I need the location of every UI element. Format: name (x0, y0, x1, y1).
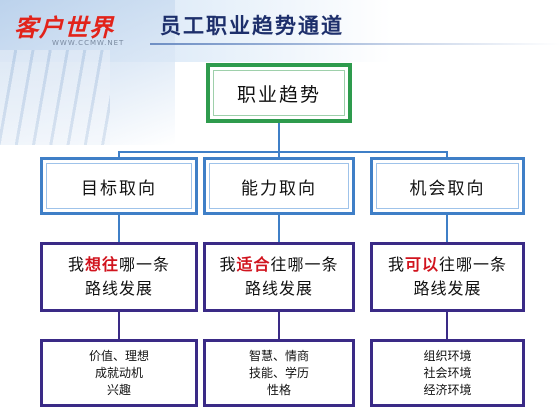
title-underline (150, 43, 560, 45)
connector-col1-down (118, 151, 120, 157)
factors-list: 组织环境 社会环境 经济环境 (423, 348, 471, 399)
question-highlight: 想往 (84, 255, 119, 274)
question-text: 我可以往哪一条 路线发展 (388, 253, 507, 301)
factor-item: 性格 (266, 382, 291, 397)
page-title: 员工职业趋势通道 (160, 13, 344, 38)
question-suffix: 哪一条 (119, 255, 171, 274)
root-node-inner-border (213, 70, 345, 116)
question-line2: 路线发展 (84, 279, 153, 298)
connector-col3-l1-l2 (446, 215, 448, 242)
question-line2: 路线发展 (413, 279, 482, 298)
factor-item: 组织环境 (423, 348, 472, 363)
category-label: 能力取向 (241, 178, 317, 199)
question-node-goal: 我想往哪一条 路线发展 (40, 242, 198, 312)
connector-root-down (278, 123, 280, 153)
question-node-ability: 我适合往哪一条 路线发展 (203, 242, 355, 312)
factors-node-opportunity: 组织环境 社会环境 经济环境 (370, 339, 525, 407)
factor-item: 兴趣 (106, 382, 131, 397)
category-label: 目标取向 (81, 178, 157, 199)
connector-col2-l2-l3 (278, 312, 280, 339)
factor-item: 技能、学历 (248, 365, 309, 380)
factor-item: 经济环境 (423, 382, 472, 397)
factor-item: 社会环境 (423, 365, 472, 380)
logo: 客户世界 (14, 14, 114, 42)
factors-list: 智慧、情商 技能、学历 性格 (249, 348, 309, 399)
question-highlight: 适合 (236, 255, 271, 274)
connector-col2-down (278, 151, 280, 157)
category-node-goal: 目标取向 (40, 157, 198, 215)
category-node-ability: 能力取向 (203, 157, 355, 215)
question-suffix: 往哪一条 (439, 255, 508, 274)
keyboard-decoration (0, 50, 110, 145)
question-highlight: 可以 (404, 255, 439, 274)
factor-item: 价值、理想 (88, 348, 149, 363)
connector-col2-l1-l2 (278, 215, 280, 242)
question-prefix: 我 (219, 255, 237, 274)
root-node-label: 职业趋势 (236, 83, 321, 106)
factor-item: 成就动机 (94, 365, 143, 380)
question-node-opportunity: 我可以往哪一条 路线发展 (370, 242, 525, 312)
category-label: 机会取向 (409, 178, 486, 199)
connector-col3-l2-l3 (446, 312, 448, 339)
connector-col1-l2-l3 (118, 312, 120, 339)
category-node-opportunity: 机会取向 (370, 157, 525, 215)
root-node: 职业趋势 (206, 63, 352, 123)
question-prefix: 我 (387, 255, 405, 274)
connector-col3-down (446, 151, 448, 157)
factors-node-ability: 智慧、情商 技能、学历 性格 (203, 339, 355, 407)
connector-col1-l1-l2 (118, 215, 120, 242)
question-prefix: 我 (67, 255, 85, 274)
question-line2: 路线发展 (244, 279, 313, 298)
logo-url: WWW.CCMW.NET (52, 39, 125, 47)
question-suffix: 往哪一条 (270, 255, 339, 274)
factors-list: 价值、理想 成就动机 兴趣 (89, 348, 149, 399)
question-text: 我适合往哪一条 路线发展 (219, 253, 338, 301)
factors-node-goal: 价值、理想 成就动机 兴趣 (40, 339, 198, 407)
factor-item: 智慧、情商 (248, 348, 309, 363)
question-text: 我想往哪一条 路线发展 (68, 253, 170, 301)
connector-horizontal (118, 151, 448, 153)
